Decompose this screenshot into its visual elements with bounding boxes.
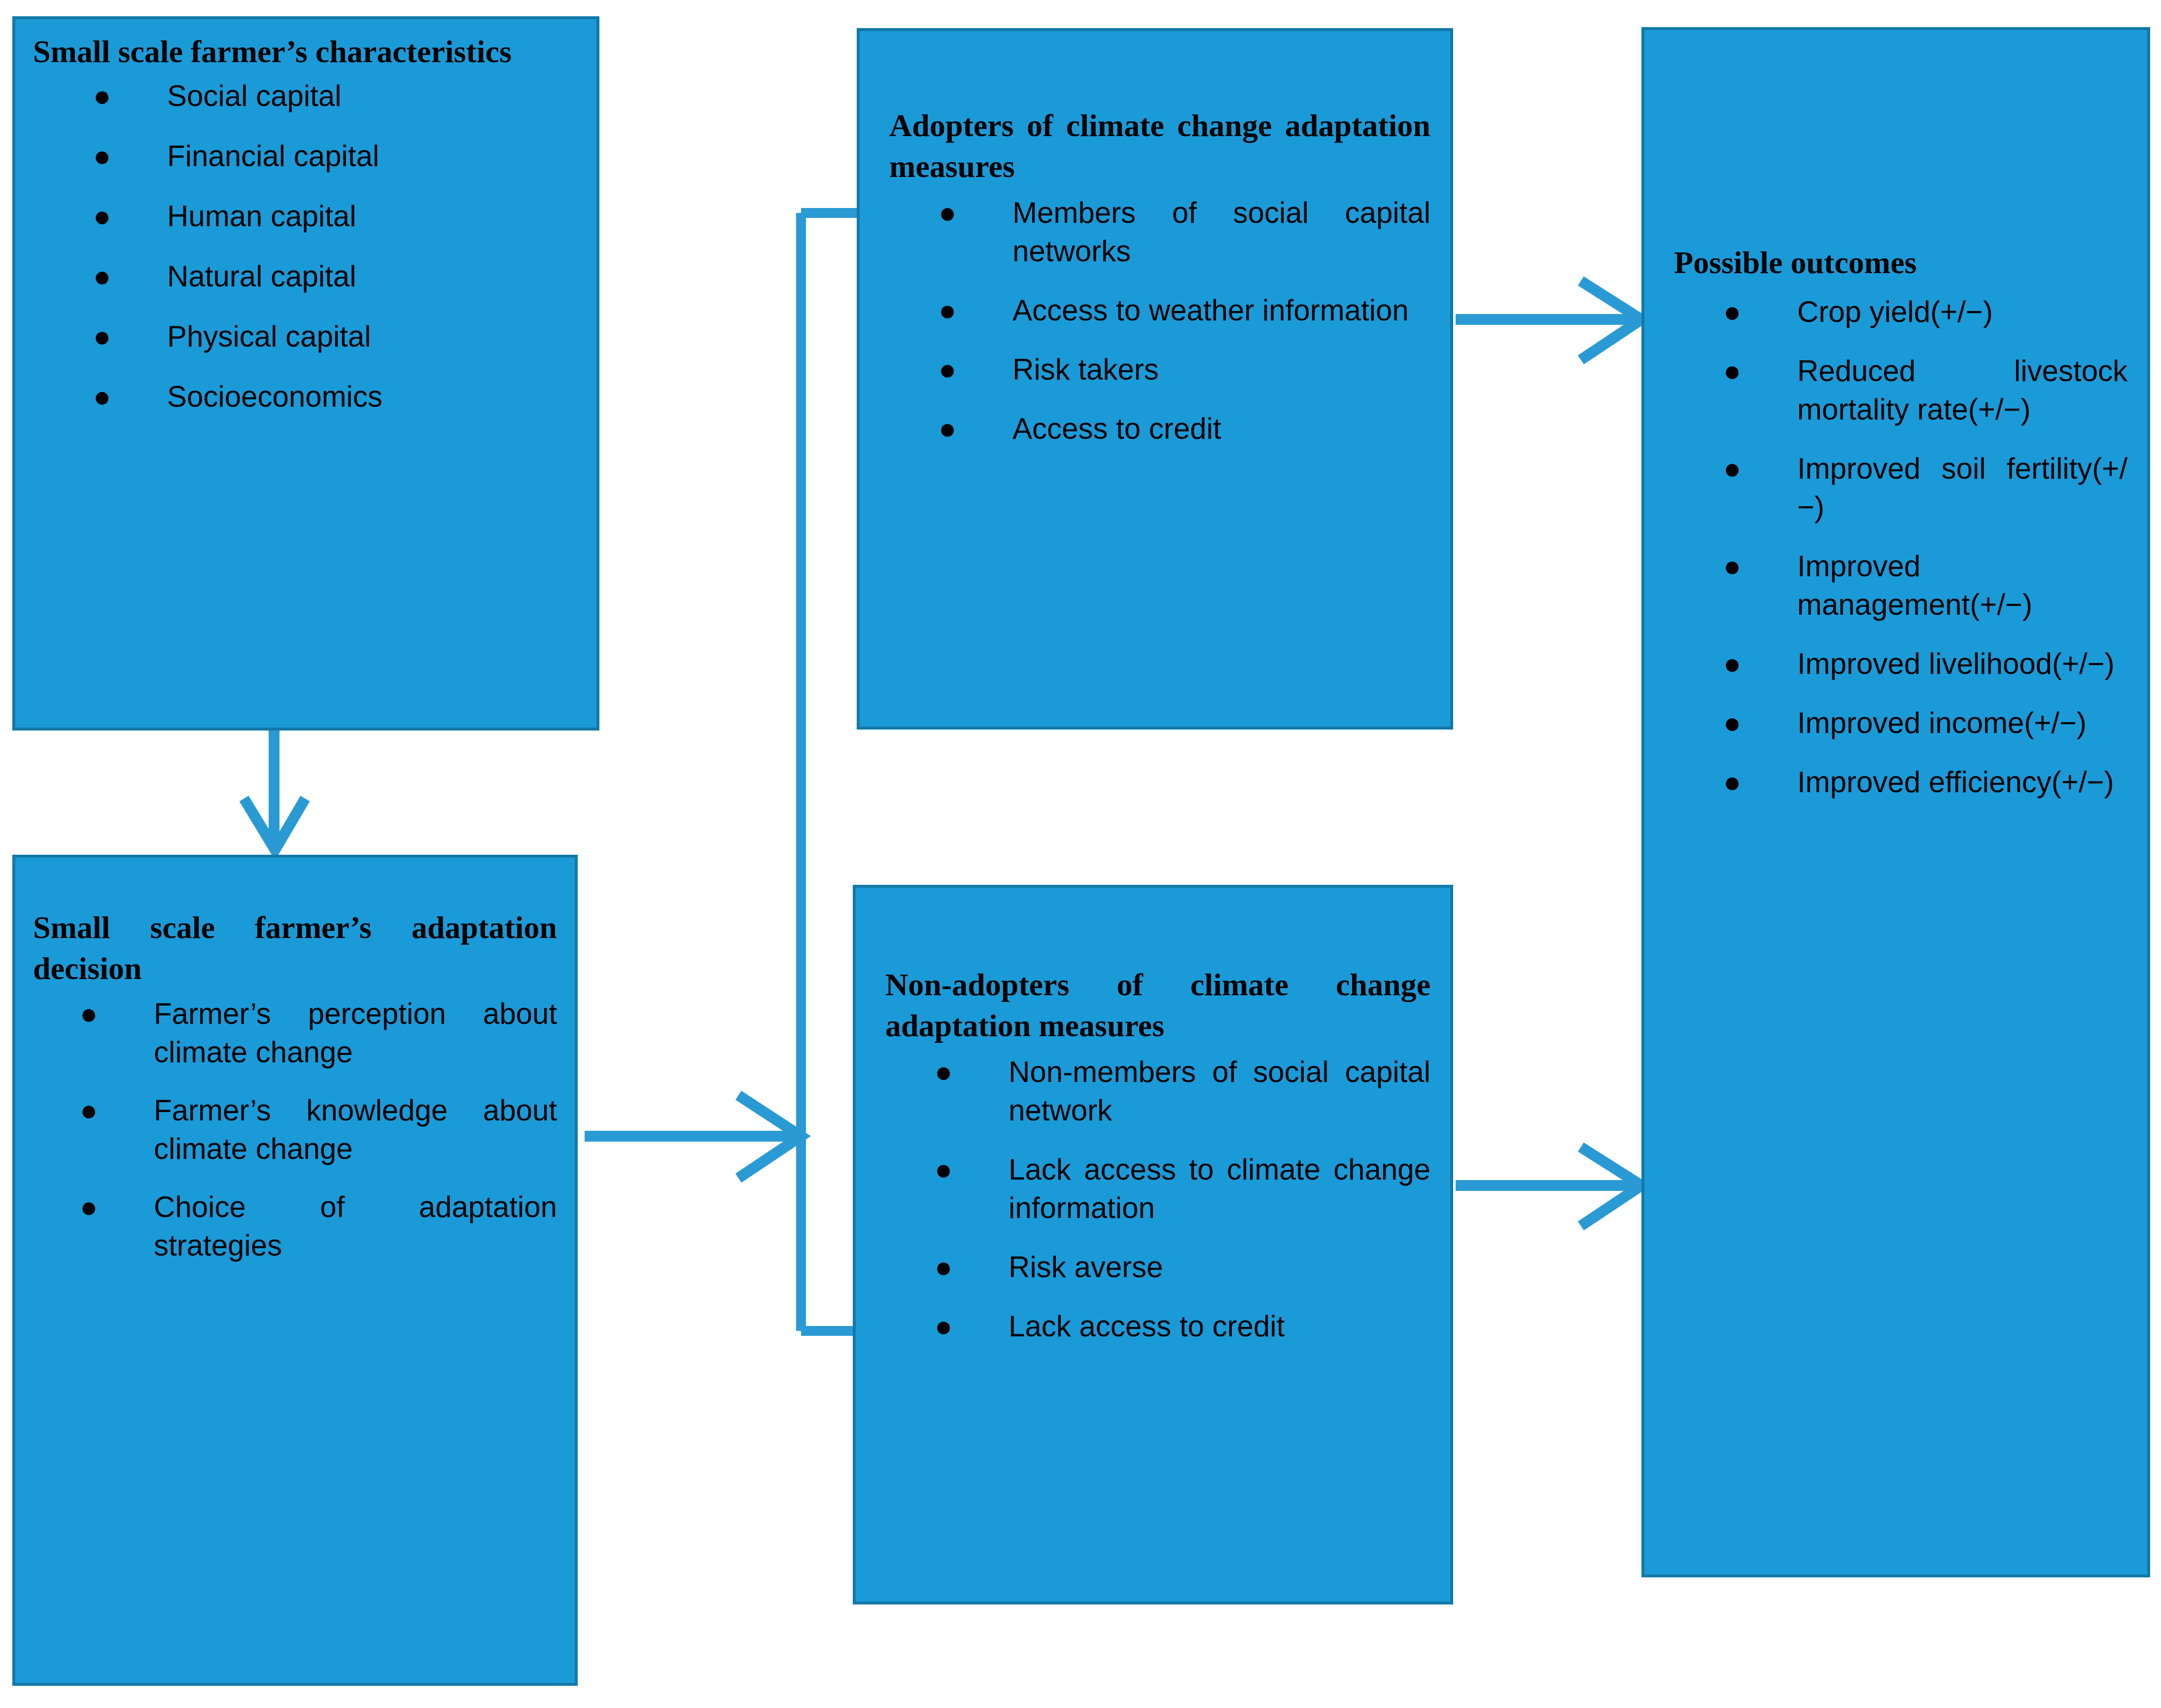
connector-nonadopters-to-outcomes: [1456, 1142, 1652, 1231]
list-item-label: Improved management(+/−): [1797, 550, 2032, 622]
list-item: ● Improved soil fertility(+/−): [1723, 450, 2127, 526]
list-item: ● Natural capital: [93, 257, 579, 296]
list-item-label: Non-members of social capital network: [1009, 1055, 1430, 1127]
connector-adopters-to-outcomes: [1456, 276, 1652, 365]
bullet-dot-icon: ●: [939, 196, 957, 230]
list-item: ● Access to weather information: [939, 291, 1430, 330]
list-item-label: Human capital: [167, 200, 356, 233]
list-item: ● Lack access to climate change informati…: [935, 1150, 1430, 1227]
list-item-label: Improved livelihood(+/−): [1797, 647, 2115, 681]
list-item-label: Reduced livestock mortality rate(+/−): [1797, 354, 2127, 426]
bullet-dot-icon: ●: [939, 412, 957, 446]
list-item: ● Risk takers: [939, 350, 1430, 389]
box-small-scale-farmers-adaptation-decision: Small scale farmer’s adaptation decision…: [12, 855, 578, 1686]
list-item: ● Members of social capital networks: [939, 194, 1430, 271]
bullet-dot-icon: ●: [93, 139, 111, 173]
list-item: ● Improved management(+/−): [1723, 547, 2127, 624]
bullet-list-outcomes: ● Crop yield(+/−) ● Reduced livestock mort…: [1723, 293, 2127, 802]
list-item: ● Lack access to credit: [935, 1307, 1430, 1346]
list-item: ● Non-members of social capital network: [935, 1053, 1430, 1130]
list-item-label: Farmer’s perception about climate change: [154, 997, 557, 1069]
list-item-label: Improved soil fertility(+/−): [1797, 452, 2127, 524]
connector-decision-to-split: [585, 1090, 811, 1183]
bullet-dot-icon: ●: [935, 1310, 953, 1343]
bullet-list-adopters: ● Members of social capital networks ● Acc…: [939, 194, 1430, 448]
bullet-dot-icon: ●: [1723, 550, 1742, 583]
list-item-label: Socioeconomics: [167, 380, 383, 414]
list-item: ● Improved income(+/−): [1723, 704, 2127, 742]
bullet-dot-icon: ●: [80, 1190, 98, 1224]
list-item: ● Financial capital: [93, 137, 579, 175]
bullet-dot-icon: ●: [1723, 766, 1742, 799]
list-item: ● Human capital: [93, 197, 579, 236]
list-item-label: Social capital: [167, 79, 342, 113]
bullet-dot-icon: ●: [93, 79, 111, 113]
bullet-dot-icon: ●: [935, 1055, 953, 1089]
list-item: ● Risk averse: [935, 1248, 1430, 1287]
list-item: ● Improved efficiency(+/−): [1723, 763, 2127, 802]
list-item: ● Access to credit: [939, 410, 1430, 448]
list-item-label: Natural capital: [167, 260, 356, 293]
list-item: ● Improved livelihood(+/−): [1723, 645, 2127, 683]
bullet-list-decision: ● Farmer’s perception about climate chang…: [80, 995, 557, 1265]
bullet-dot-icon: ●: [1723, 295, 1742, 329]
bullet-dot-icon: ●: [80, 1094, 98, 1127]
list-item-label: Financial capital: [167, 139, 380, 173]
connector-split-bar: [796, 208, 860, 1336]
list-item-label: Improved efficiency(+/−): [1797, 766, 2114, 799]
list-item-label: Farmer’s knowledge about climate change: [154, 1094, 557, 1166]
list-item-label: Access to credit: [1012, 412, 1221, 446]
bullet-dot-icon: ●: [1723, 354, 1742, 388]
list-item: ● Choice of adaptation strategies: [80, 1188, 557, 1265]
box-small-scale-farmers-characteristics: Small scale farmer’s characteristics ● So…: [12, 16, 599, 731]
list-item-label: Lack access to climate change informatio…: [1009, 1153, 1430, 1225]
bullet-dot-icon: ●: [93, 260, 111, 293]
list-item-label: Risk averse: [1009, 1251, 1163, 1284]
box-possible-outcomes: Possible outcomes ● Crop yield(+/−) ● Redu…: [1641, 27, 2150, 1577]
connector-characteristics-to-decision: [239, 731, 310, 861]
box-title-nonadopters: Non-adopters of climate change adaptatio…: [885, 967, 1430, 1044]
bullet-dot-icon: ●: [93, 320, 111, 353]
list-item-label: Physical capital: [167, 320, 371, 353]
bullet-dot-icon: ●: [939, 294, 957, 327]
list-item-label: Crop yield(+/−): [1797, 295, 1993, 329]
list-item-label: Access to weather information: [1012, 294, 1409, 327]
list-item-label: Members of social capital networks: [1012, 196, 1430, 268]
bullet-dot-icon: ●: [93, 200, 111, 233]
bullet-dot-icon: ●: [1723, 647, 1742, 681]
list-item: ● Farmer’s knowledge about climate change: [80, 1091, 557, 1168]
list-item: ● Reduced livestock mortality rate(+/−): [1723, 352, 2127, 429]
list-item-label: Improved income(+/−): [1797, 706, 2087, 740]
box-title-adopters: Adopters of climate change adaptation me…: [889, 108, 1430, 184]
list-item: ● Social capital: [93, 77, 579, 115]
list-item: ● Farmer’s perception about climate chang…: [80, 995, 557, 1072]
box-title-outcomes: Possible outcomes: [1674, 245, 1917, 280]
list-item: ● Socioeconomics: [93, 378, 579, 416]
bullet-dot-icon: ●: [1723, 706, 1742, 740]
bullet-dot-icon: ●: [935, 1153, 953, 1186]
box-title-characteristics: Small scale farmer’s characteristics: [33, 34, 512, 69]
box-non-adopters-of-climate-change-adaptation-measures: Non-adopters of climate change adaptatio…: [853, 885, 1453, 1604]
bullet-list-nonadopters: ● Non-members of social capital network ●…: [935, 1053, 1430, 1346]
bullet-dot-icon: ●: [939, 353, 957, 386]
list-item-label: Lack access to credit: [1009, 1310, 1285, 1343]
bullet-dot-icon: ●: [93, 380, 111, 414]
box-title-decision: Small scale farmer’s adaptation decision: [33, 910, 557, 986]
bullet-list-characteristics: ● Social capital ● Financial capital ● Huma…: [93, 77, 579, 416]
list-item-label: Risk takers: [1012, 353, 1159, 386]
list-item-label: Choice of adaptation strategies: [154, 1190, 557, 1262]
list-item: ● Crop yield(+/−): [1723, 293, 2127, 331]
bullet-dot-icon: ●: [935, 1251, 953, 1284]
bullet-dot-icon: ●: [1723, 452, 1742, 486]
box-adopters-of-climate-change-adaptation-measures: Adopters of climate change adaptation me…: [857, 28, 1453, 730]
bullet-dot-icon: ●: [80, 997, 98, 1031]
list-item: ● Physical capital: [93, 317, 579, 356]
